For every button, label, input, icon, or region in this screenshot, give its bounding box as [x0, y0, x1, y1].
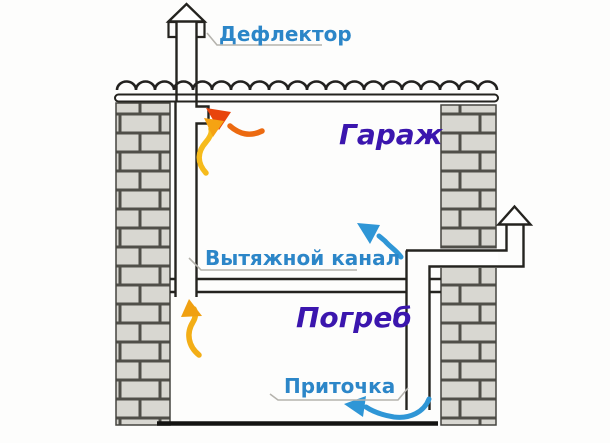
exhaust-duct-right-line	[195, 101, 210, 297]
cellar-intake-arrowhead-blue	[344, 396, 366, 417]
roof-slab	[114, 93, 499, 103]
left-brick-wall	[115, 102, 171, 426]
intake-duct-bottom-line	[428, 224, 525, 410]
deflector-cap	[165, 2, 208, 23]
intake-duct-top-line	[406, 224, 508, 252]
garage-exhaust-arrow-orange	[227, 123, 265, 137]
garage-room-label: Гараж	[339, 118, 444, 151]
exhaust-duct-label: Вытяжной канал	[205, 246, 400, 270]
airflow-arrows	[181, 108, 432, 420]
intake-vent-cap	[495, 204, 534, 226]
garage-intake-arrow-blue	[376, 233, 404, 260]
cellar-rising-arrowhead-yellow	[181, 299, 202, 317]
deflector-label: Дефлектор	[219, 22, 352, 46]
deflector-leader-line	[206, 32, 322, 46]
garage-intake-arrowhead-blue	[357, 223, 380, 244]
garage-exhaust-arrowhead-orange	[206, 108, 231, 130]
intake-duct-assembly	[405, 204, 534, 410]
corrugated-roof	[115, 80, 499, 91]
cellar-intake-arrow-blue	[363, 396, 432, 420]
exhaust-duct-channel	[174, 101, 210, 297]
cellar-room-label: Погреб	[296, 301, 412, 334]
intake-duct-wall-cutout	[440, 248, 498, 268]
garage-rising-arrowhead-yellow	[204, 118, 224, 137]
intake-label: Приточка	[284, 374, 395, 398]
label-leaders	[188, 32, 409, 401]
intake-leader-line	[269, 387, 409, 401]
deflector-chimney	[165, 2, 208, 101]
exhaust-leader-line	[188, 257, 357, 271]
